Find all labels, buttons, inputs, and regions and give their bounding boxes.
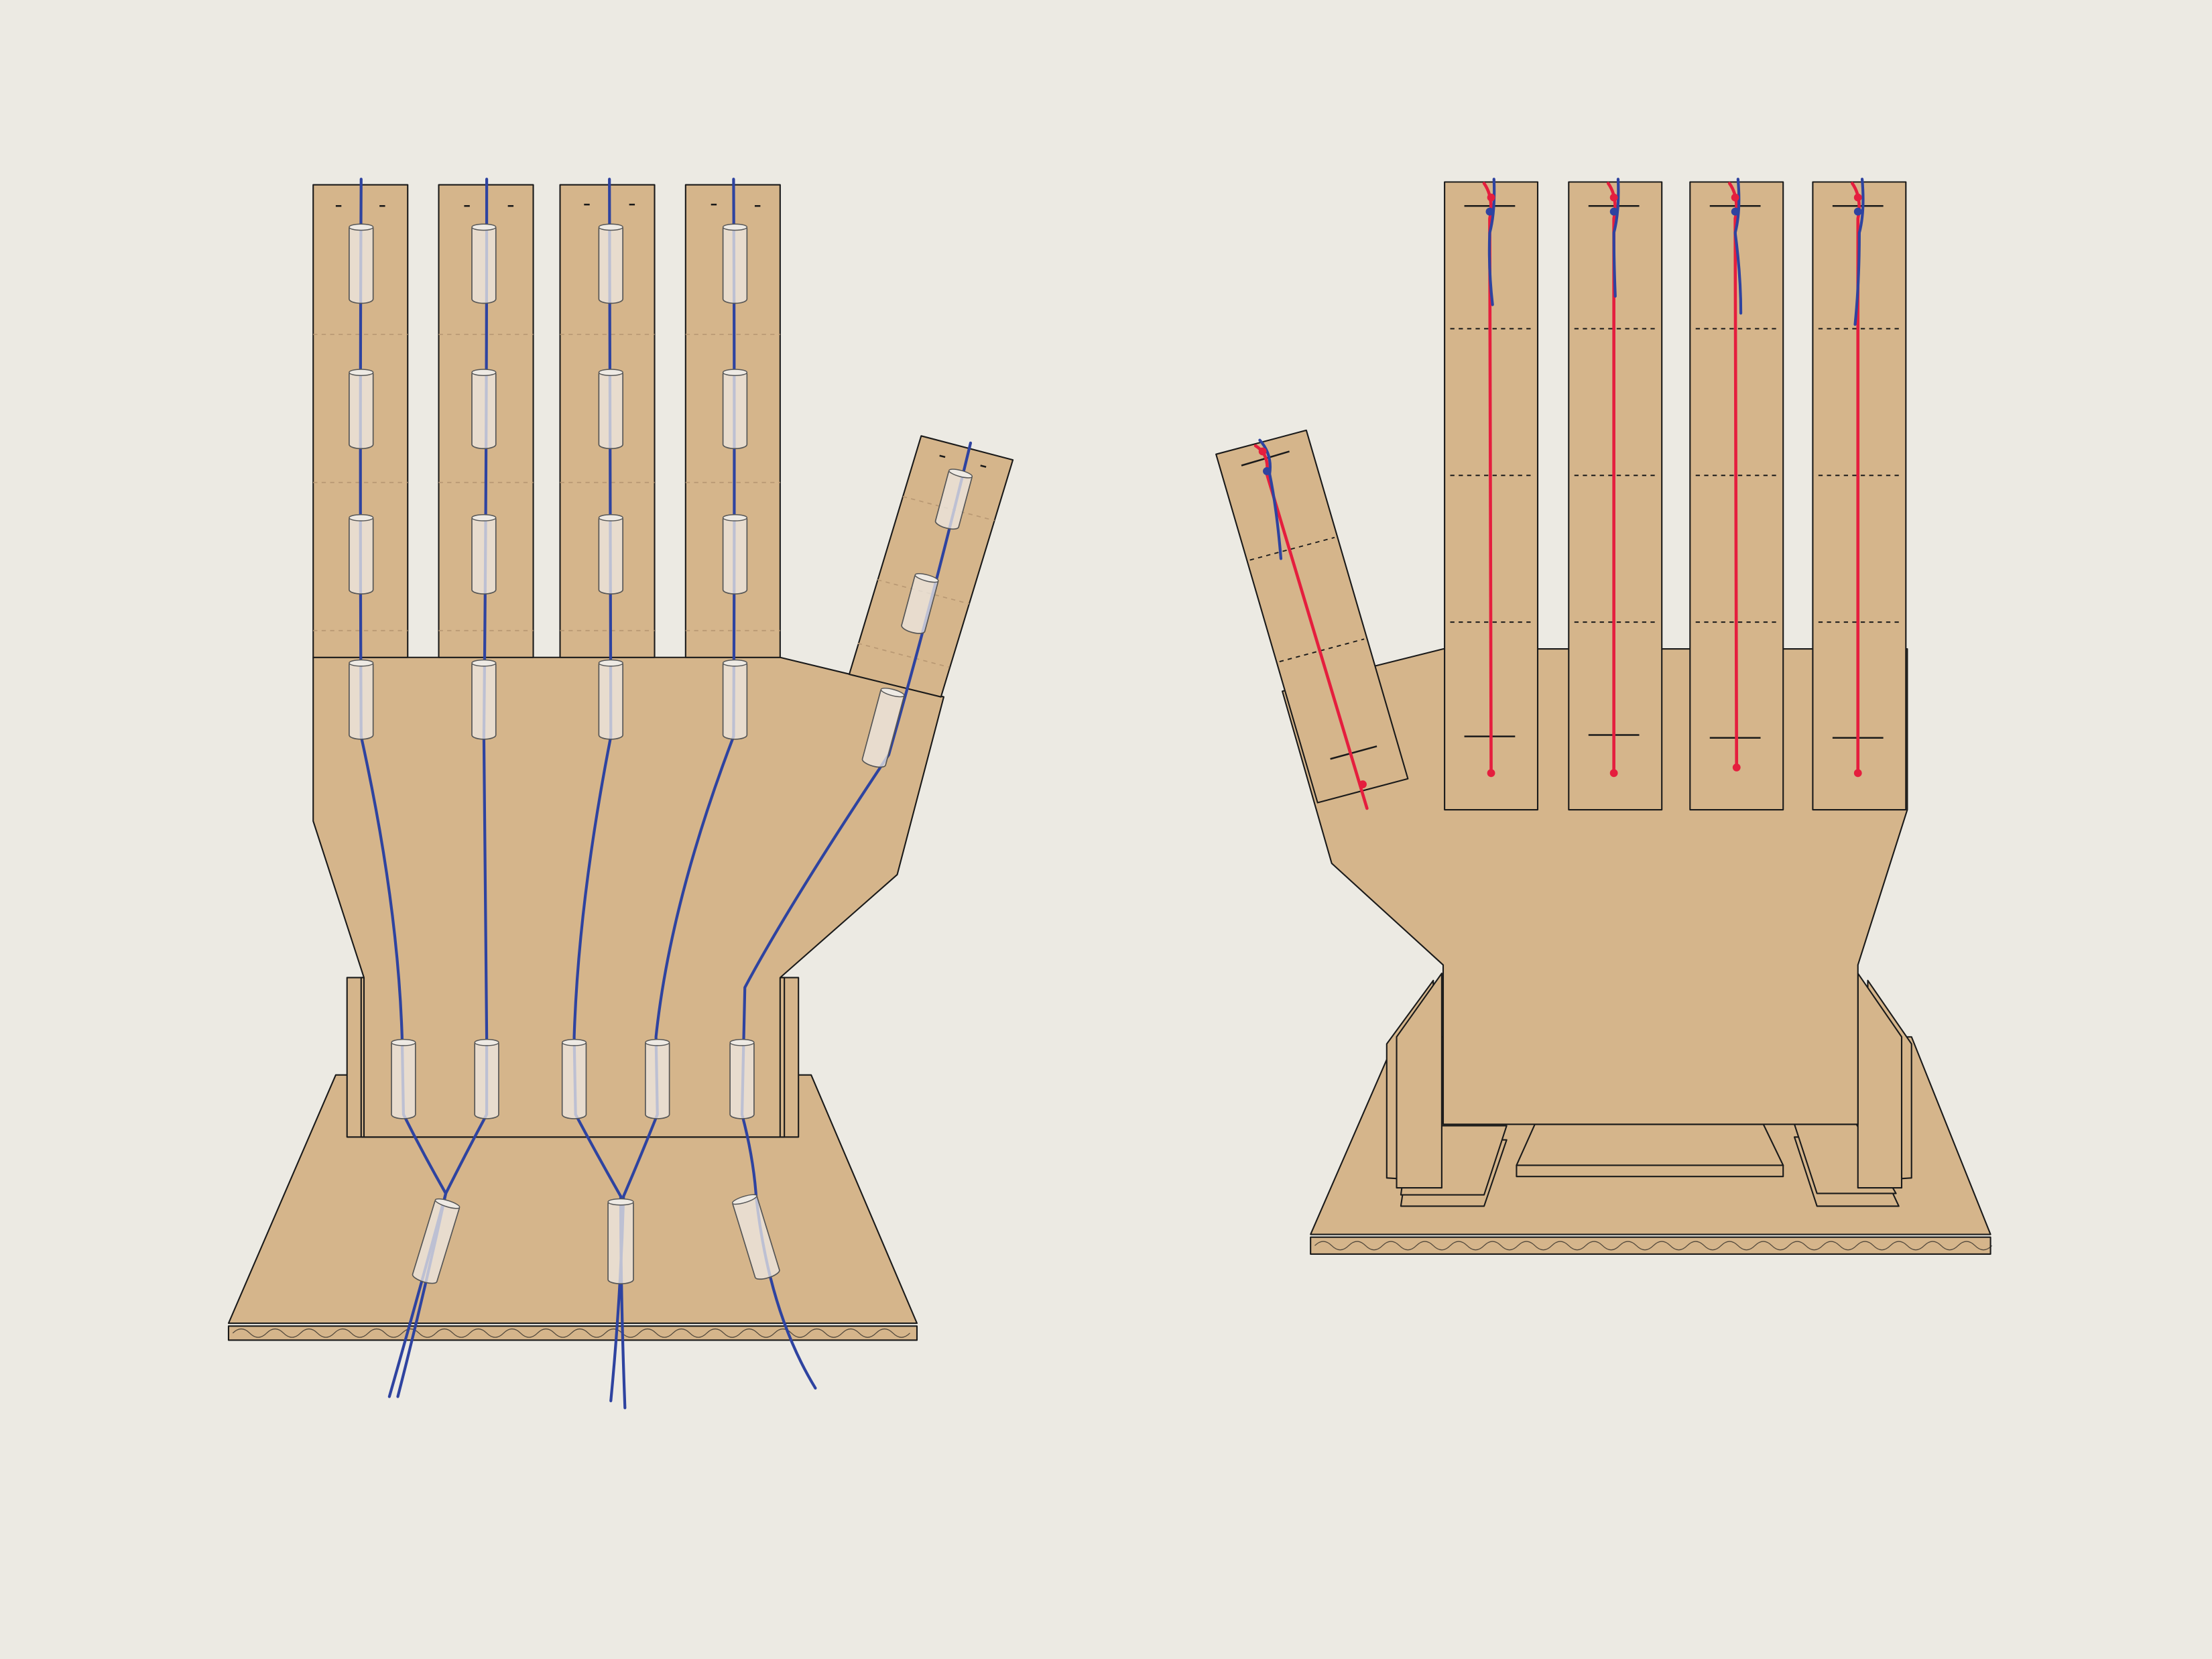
knot-red	[1259, 448, 1267, 456]
knot-red	[1854, 194, 1862, 202]
straw-guide	[349, 660, 373, 739]
knot-red	[1359, 780, 1367, 788]
straw-guide	[723, 660, 747, 739]
straw-guide	[723, 515, 747, 594]
knot-red	[1610, 769, 1618, 777]
straw-guide	[472, 515, 496, 594]
knot-red	[1731, 194, 1739, 202]
straw-guide	[349, 369, 373, 448]
straw-guide	[599, 224, 623, 303]
knot-red	[1610, 194, 1618, 202]
straw-guide	[730, 1040, 754, 1119]
knot-red	[1487, 769, 1495, 777]
straw-guide	[599, 369, 623, 448]
knot-blue	[1731, 208, 1739, 216]
straw-guide	[723, 369, 747, 448]
base-plate-edge	[229, 1326, 917, 1340]
knot-blue	[1610, 208, 1618, 216]
straw-guide	[599, 660, 623, 739]
straw-guide	[608, 1199, 633, 1284]
knot-blue	[1263, 467, 1271, 475]
knot-red	[1733, 763, 1741, 772]
straw-guide	[723, 224, 747, 303]
straw-guide	[349, 224, 373, 303]
straw-guide	[472, 224, 496, 303]
knot-red	[1487, 194, 1495, 202]
stopper-center	[1516, 1124, 1783, 1165]
stopper-center-edge	[1516, 1165, 1783, 1176]
straw-guide	[472, 660, 496, 739]
straw-guide	[475, 1040, 499, 1119]
straw-guide	[562, 1040, 587, 1119]
knot-blue	[1854, 208, 1862, 216]
straw-guide	[472, 369, 496, 448]
knot-red	[1854, 769, 1862, 777]
knot-blue	[1486, 208, 1494, 216]
base-plate-edge	[1310, 1237, 1990, 1254]
straw-guide	[599, 515, 623, 594]
straw-guide	[391, 1040, 416, 1119]
straw-guide	[349, 515, 373, 594]
straw-guide	[646, 1040, 670, 1119]
